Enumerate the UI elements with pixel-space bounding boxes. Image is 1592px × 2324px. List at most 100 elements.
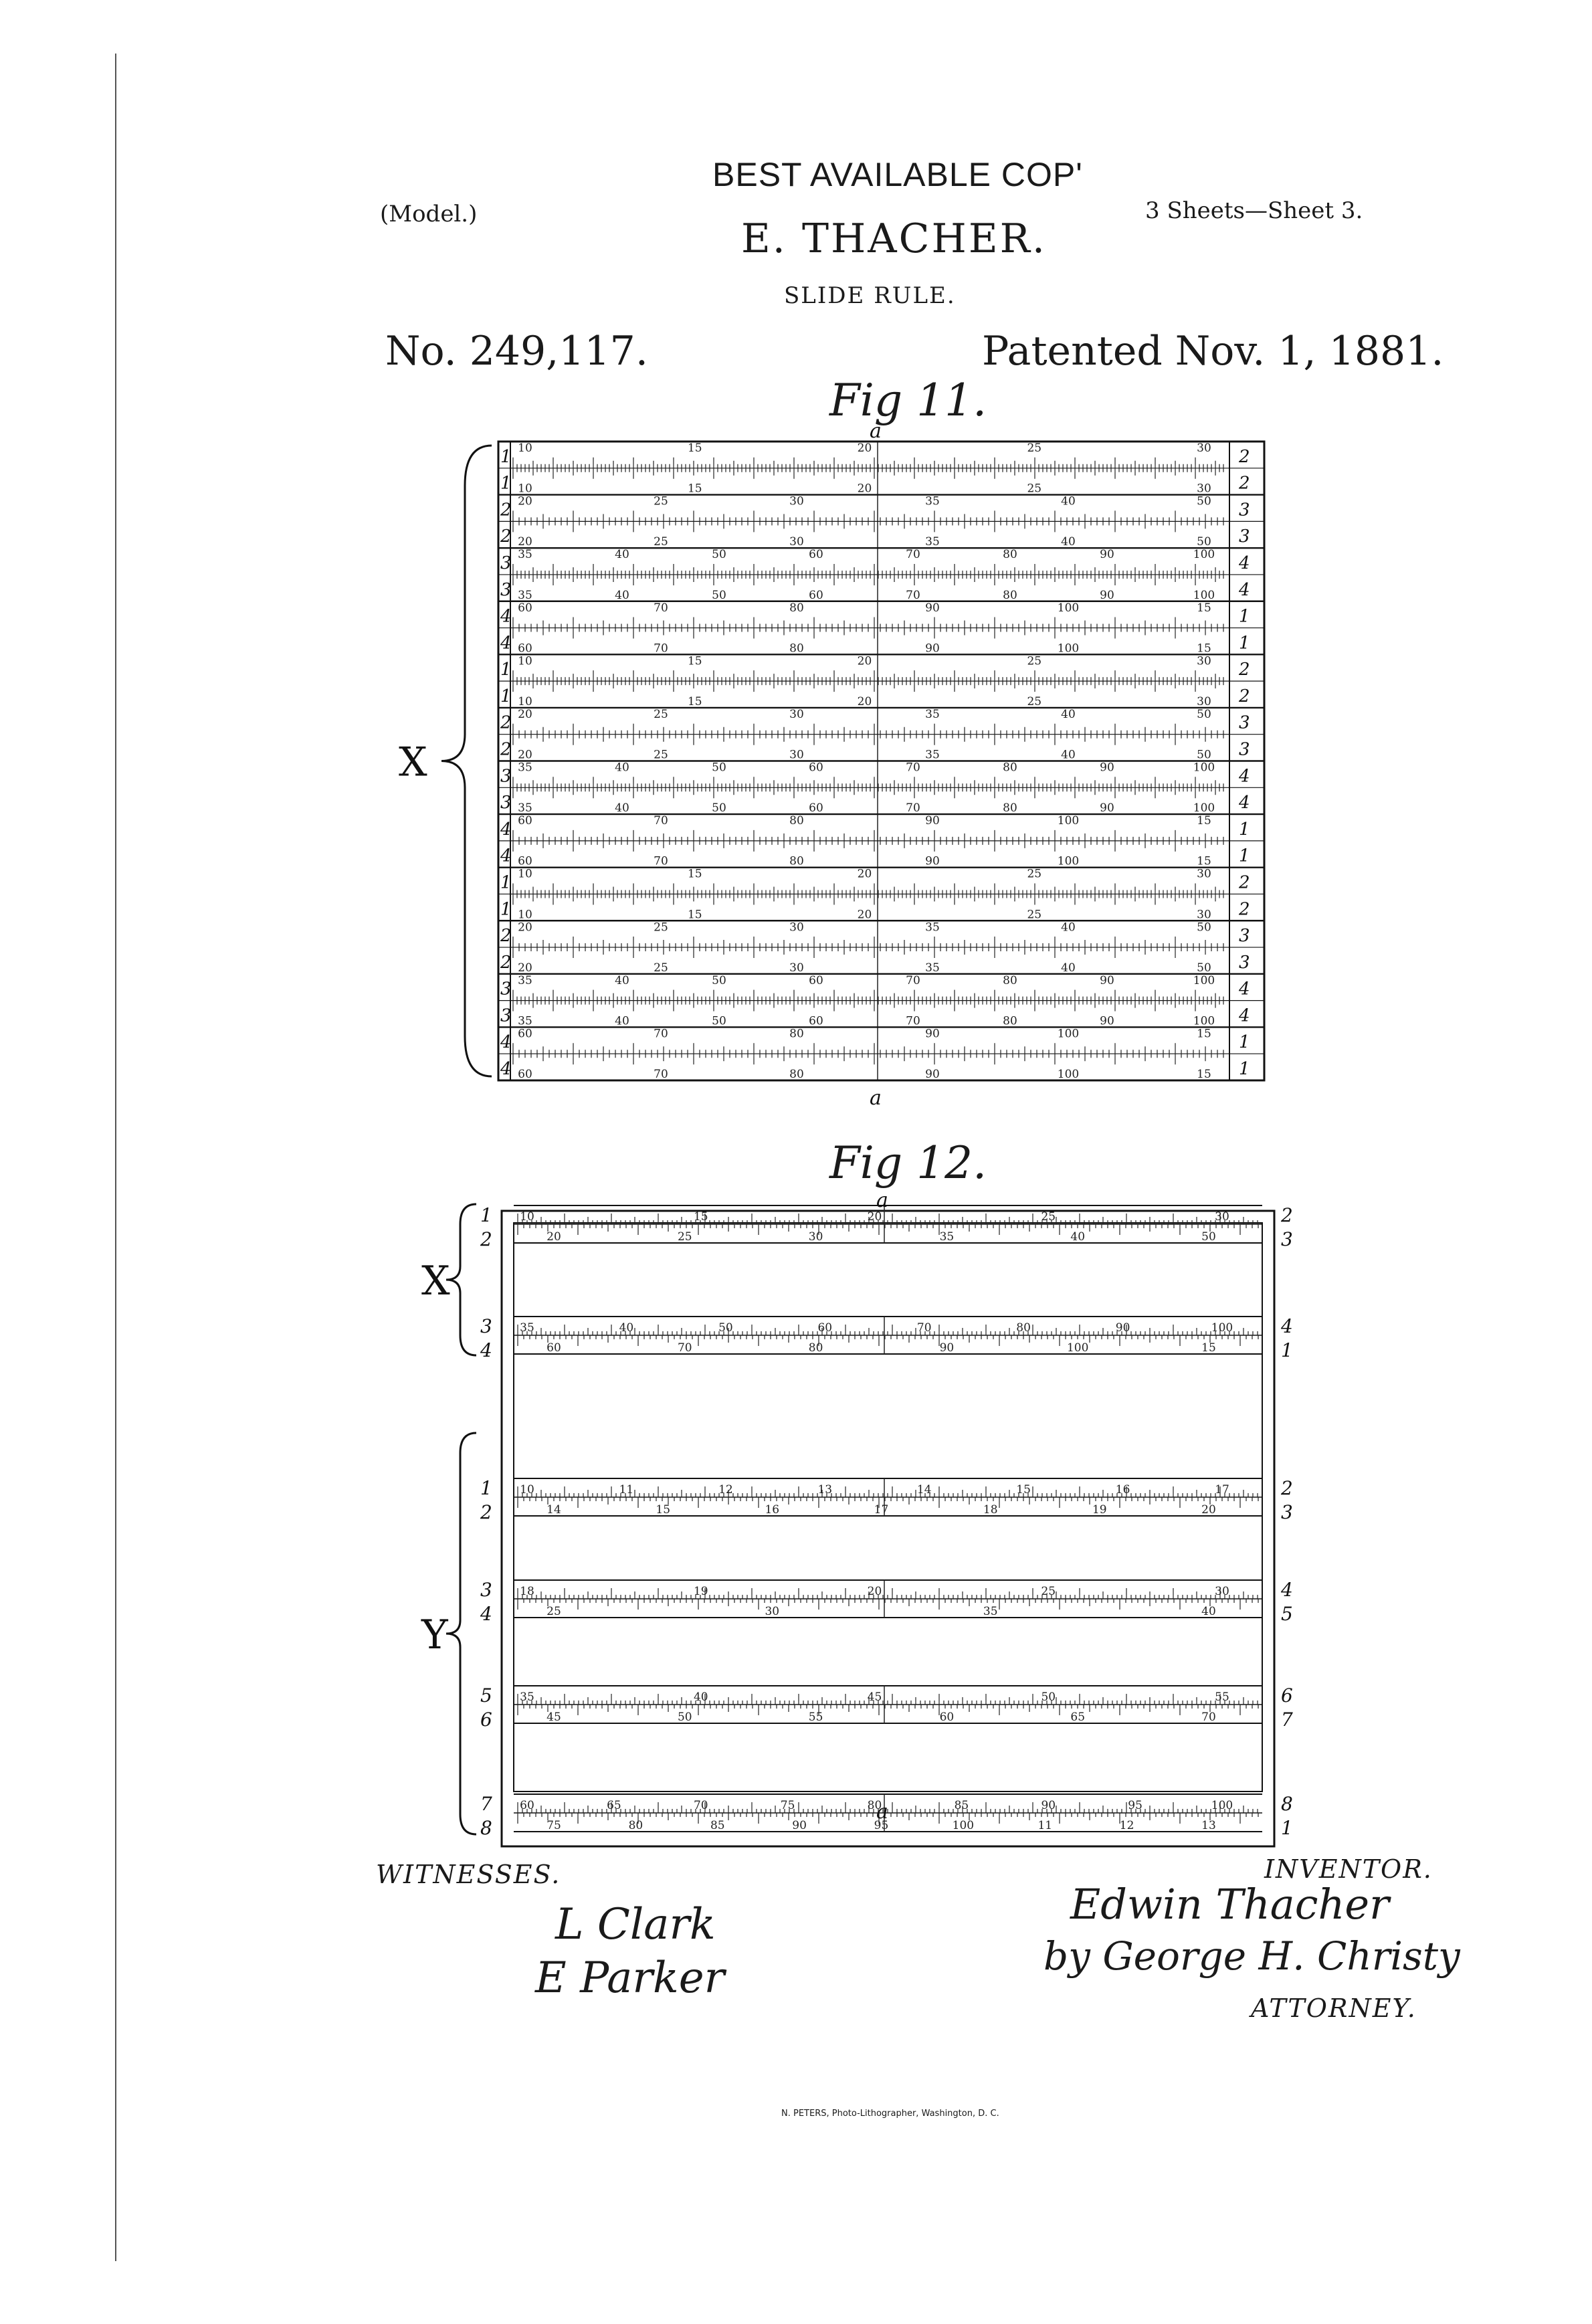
fig12-left-number: 7 [480,1793,492,1815]
fig11-scale-label: 60 [809,589,823,602]
fig11-row-left-number: 4 [500,607,512,627]
fig11-scale-label: 30 [789,961,804,975]
fig11-row-right-number: 4 [1238,553,1250,573]
fig11-scale-label: 100 [1193,548,1215,561]
fig12-scale-label: 70 [1201,1711,1216,1724]
fig12-scale-label: 30 [809,1230,823,1244]
fig11-scale-ticks [512,723,1224,735]
fig12-scale-label: 18 [983,1503,998,1517]
fig11-top-index-mark: a [870,421,882,443]
fig12-scale-ticks [517,1224,1259,1235]
fig11-row-right-number: 1 [1239,846,1250,866]
fig12-left-number: 3 [480,1579,492,1601]
fig11-scale-label: 90 [1100,761,1114,775]
fig12-left-number: 2 [480,1501,492,1523]
fig12-left-number: 5 [480,1684,492,1707]
fig11-scale-label: 20 [858,482,872,496]
fig12-left-number: 8 [480,1817,492,1839]
fig12-scale-label: 35 [520,1690,534,1704]
fig11-scale-label: 35 [518,1014,532,1028]
fig11-row-right-number: 4 [1238,793,1250,813]
fig11-scale-label: 15 [688,442,702,455]
fig11-row-left-number: 2 [500,953,512,973]
fig11-scale-label: 15 [688,695,702,708]
fig11-scale-label: 100 [1193,761,1215,775]
model-label: (Model.) [380,201,478,227]
fig12-scale-label: 15 [694,1210,708,1224]
fig12-scale-label: 60 [546,1341,561,1355]
fig11-scale-label: 70 [654,601,668,615]
fig12-left-number: 3 [480,1315,492,1337]
fig12-scale-label: 35 [940,1230,955,1244]
fig12-scale-label: 19 [694,1585,708,1598]
fig11-scale-label: 15 [688,654,702,668]
fig12-scale-label: 65 [1070,1711,1085,1724]
fig11-row-left-number: 4 [500,846,512,866]
fig11-scale-ticks [512,670,1224,682]
fig12-scale-label: 19 [1092,1503,1107,1517]
fig11-scale-label: 35 [925,535,940,549]
fig11-scale-label: 25 [654,961,668,975]
fig12-scale-label: 65 [607,1799,621,1812]
fig11-scale-label: 100 [1058,642,1079,655]
fig11-row-left-number: 4 [500,633,512,653]
fig11-scale-label: 30 [789,749,804,762]
fig11-scale-label: 25 [1027,654,1041,668]
fig11-row-left-number: 1 [500,447,512,467]
fig12-left-number: 4 [480,1339,492,1361]
fig11-scale-label: 80 [1003,801,1017,815]
fig12-scale-label: 15 [656,1503,670,1517]
fig11-scale-label: 35 [518,974,532,987]
fig11-row-left-number: 3 [500,793,512,813]
fig11-scale-label: 10 [518,695,532,708]
fig12-scale-label: 80 [629,1819,643,1832]
fig12-scale-label: 90 [1116,1321,1130,1335]
fig11-row-left-number: 3 [500,1005,512,1026]
fig11-scale-label: 80 [1003,548,1017,561]
fig11-scale-label: 90 [1100,974,1114,987]
fig11-scale-label: 40 [1061,495,1076,508]
fig11-scale-label: 35 [518,761,532,775]
fig11-row-right-number: 2 [1238,447,1250,467]
fig12-right-number: 2 [1280,1204,1293,1226]
fig11-scale-label: 30 [789,708,804,721]
fig11-scale-label: 90 [925,1068,940,1081]
fig12-scale-label: 20 [546,1230,561,1244]
fig11-scale-label: 15 [1197,855,1211,868]
fig11-scale-label: 90 [925,642,940,655]
fig12-scale-label: 40 [1201,1605,1216,1618]
fig12-right-number: 8 [1281,1793,1293,1815]
fig11-scale-ticks [512,457,1224,468]
fig12-left-number: 4 [480,1603,492,1625]
fig11-scale-label: 100 [1058,601,1079,615]
fig12-left-number: 1 [480,1204,492,1226]
fig11-row-left-number: 1 [500,872,512,892]
fig11-scale-label: 60 [809,974,823,987]
fig12-scale-label: 70 [694,1799,708,1812]
fig11-scale-ticks [512,883,1224,894]
fig12-scale-label: 10 [520,1483,534,1496]
fig11-scale-label: 30 [1197,654,1211,668]
fig12-scale-label: 60 [817,1321,832,1335]
fig11-scale-label: 25 [1027,442,1041,455]
fig12-scale-label: 16 [765,1503,779,1517]
fig12-scale-label: 15 [1201,1341,1216,1355]
fig12-top-index-mark: a [876,1189,888,1212]
fig12-scale-label: 85 [710,1819,725,1832]
fig12-scale-label: 25 [1041,1585,1056,1598]
fig11-scale-label: 15 [1197,1068,1211,1081]
fig12-scale-label: 18 [520,1585,534,1598]
fig11-row-right-number: 2 [1238,660,1250,680]
fig11-scale-ticks [512,1054,1224,1065]
fig12-scale-label: 35 [520,1321,534,1335]
fig12-scale-label: 30 [1215,1585,1229,1598]
fig11-scale-label: 35 [925,495,940,508]
fig12-scale-label: 10 [520,1210,534,1224]
fig11-scale-label: 35 [518,548,532,561]
fig11-scale-label: 80 [789,642,804,655]
fig11-title: Fig 11. [829,375,987,426]
fig11-scale-label: 90 [925,601,940,615]
fig11-scale-label: 20 [858,908,872,921]
fig11-row-left-number: 3 [500,766,512,786]
